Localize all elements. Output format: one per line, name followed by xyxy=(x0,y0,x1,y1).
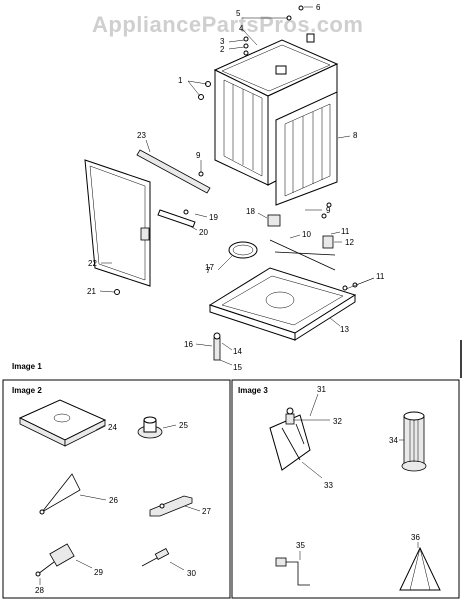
callout-32: 32 xyxy=(333,417,342,426)
callout-13: 13 xyxy=(340,325,349,334)
screw xyxy=(198,171,204,177)
cabinet-assembly xyxy=(198,5,339,206)
rod xyxy=(269,239,336,271)
callout-24: 24 xyxy=(108,423,117,432)
mounting-bracket xyxy=(282,561,310,586)
front-panel xyxy=(84,159,151,295)
callout-21: 21 xyxy=(87,287,96,296)
screw xyxy=(342,285,348,291)
callout-9a: 9 xyxy=(196,151,201,160)
callout-18: 18 xyxy=(246,207,255,216)
screw xyxy=(243,36,249,42)
screw xyxy=(183,209,189,215)
callout-25: 25 xyxy=(179,421,188,430)
bracket xyxy=(275,65,287,75)
callout-2: 2 xyxy=(220,45,225,54)
leveling-leg xyxy=(213,337,221,361)
callout-17: 17 xyxy=(205,263,214,272)
callout-30: 30 xyxy=(187,569,196,578)
callout-8: 8 xyxy=(353,131,358,140)
callout-15: 15 xyxy=(233,363,242,372)
image1-label: Image 1 xyxy=(12,362,42,371)
callout-19: 19 xyxy=(209,213,218,222)
cable-end xyxy=(39,509,45,515)
callout-7: 7 xyxy=(206,266,211,275)
callout-11b: 11 xyxy=(376,272,385,281)
callout-29: 29 xyxy=(94,568,103,577)
rail xyxy=(136,149,211,194)
clip xyxy=(322,235,334,249)
callout-34: 34 xyxy=(389,436,398,445)
screw xyxy=(114,289,120,295)
watermark: AppliancePartsPros.com xyxy=(92,12,363,37)
callout-16: 16 xyxy=(184,340,193,349)
image3-parts: 31 32 33 34 35 36 xyxy=(269,385,441,591)
nut xyxy=(213,332,221,340)
callout-14: 14 xyxy=(233,347,242,356)
callout-5: 5 xyxy=(236,9,241,18)
image1-callouts: 1 2 3 4 5 6 7 8 9 9 10 11 11 12 13 14 15… xyxy=(87,3,385,372)
image3-label: Image 3 xyxy=(238,386,268,395)
strap-bracket xyxy=(149,495,193,517)
shaft xyxy=(154,547,170,561)
screw xyxy=(321,213,327,219)
motor-bracket xyxy=(267,214,281,227)
base-assembly xyxy=(208,267,358,341)
callout-11a: 11 xyxy=(341,227,350,236)
callout-23: 23 xyxy=(137,131,146,140)
image3-panel xyxy=(231,379,460,599)
cable xyxy=(41,473,81,513)
image2-panel xyxy=(2,379,231,599)
fitting xyxy=(49,543,75,567)
callout-22: 22 xyxy=(88,259,97,268)
callout-12: 12 xyxy=(345,238,354,247)
callout-35: 35 xyxy=(296,541,305,550)
brace xyxy=(157,209,196,228)
callout-3: 3 xyxy=(220,37,225,46)
screw xyxy=(326,202,332,208)
image2-label: Image 2 xyxy=(12,386,42,395)
callout-28: 28 xyxy=(35,586,44,595)
callout-6: 6 xyxy=(316,3,321,12)
callout-9b: 9 xyxy=(326,206,331,215)
image2-parts: 24 25 26 27 29 28 30 xyxy=(18,399,211,595)
screw xyxy=(243,50,249,56)
callout-26: 26 xyxy=(109,496,118,505)
clip xyxy=(306,33,315,43)
screw xyxy=(243,43,249,49)
base-pan xyxy=(18,399,107,441)
callout-1: 1 xyxy=(178,76,183,85)
callout-10: 10 xyxy=(302,230,311,239)
screw xyxy=(298,5,304,11)
agitator-cone xyxy=(399,546,441,591)
callout-27: 27 xyxy=(202,507,211,516)
callout-20: 20 xyxy=(199,228,208,237)
callout-36: 36 xyxy=(411,533,420,542)
gear-bracket xyxy=(285,413,295,425)
hinge xyxy=(140,227,150,241)
callout-33: 33 xyxy=(324,481,333,490)
rod xyxy=(274,251,336,256)
belt-ring xyxy=(228,241,258,259)
callout-4: 4 xyxy=(239,24,244,33)
callout-31: 31 xyxy=(317,385,326,394)
